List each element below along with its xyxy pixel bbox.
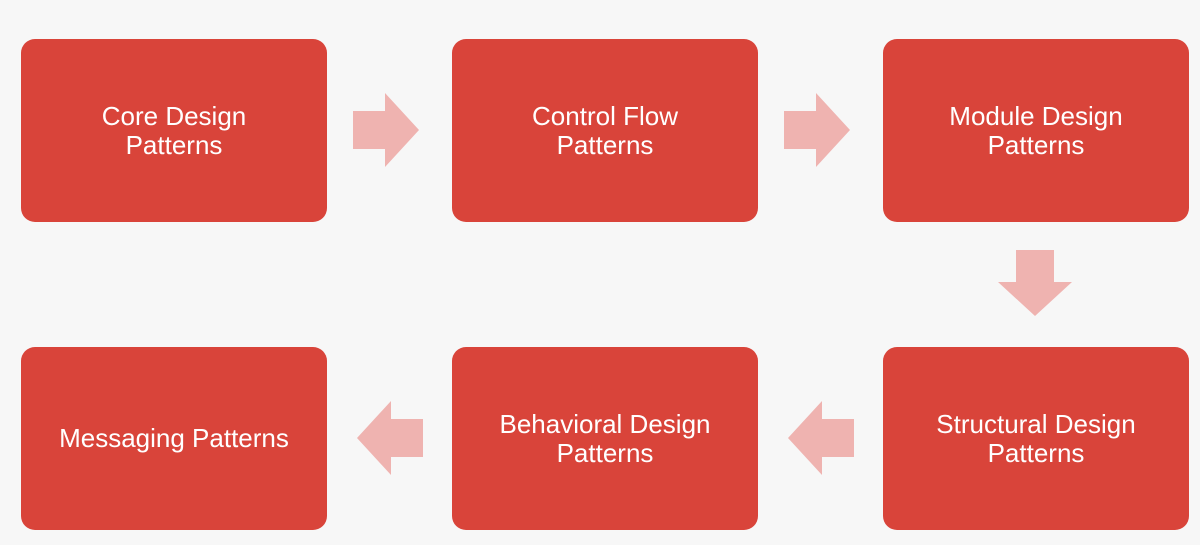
step-label: Behavioral Design Patterns <box>499 408 711 468</box>
step-control-flow-patterns: Control Flow Patterns <box>452 39 758 222</box>
step-label: Messaging Patterns <box>59 423 289 453</box>
step-structural-design-patterns: Structural Design Patterns <box>883 347 1189 530</box>
step-behavioral-design-patterns: Behavioral Design Patterns <box>452 347 758 530</box>
arrow-left-icon <box>357 401 423 475</box>
step-module-design-patterns: Module Design Patterns <box>883 39 1189 222</box>
arrow-right-icon <box>353 93 419 167</box>
arrow-left-icon <box>788 401 854 475</box>
step-label: Control Flow Patterns <box>532 100 678 160</box>
step-core-design-patterns: Core Design Patterns <box>21 39 327 222</box>
step-messaging-patterns: Messaging Patterns <box>21 347 327 530</box>
step-label: Core Design Patterns <box>101 100 247 160</box>
step-label: Structural Design Patterns <box>936 408 1136 468</box>
arrow-down-icon <box>998 250 1072 316</box>
step-label: Module Design Patterns <box>949 100 1123 160</box>
arrow-right-icon <box>784 93 850 167</box>
